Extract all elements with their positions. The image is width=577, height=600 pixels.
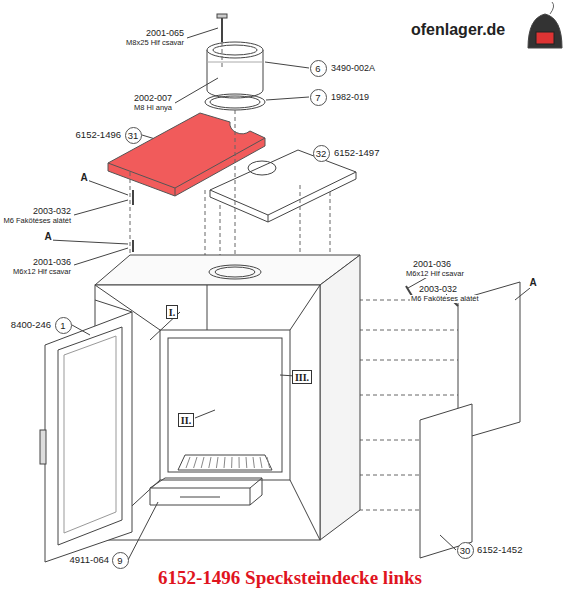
callout-text: 1 [60, 320, 65, 331]
part-label: 2003-032 [418, 285, 458, 294]
part-label: M6x12 Hlf csavar [12, 268, 72, 276]
part-label: M8 Hl anya [133, 104, 173, 112]
callout-text: 9 [117, 555, 122, 566]
logo-figure [528, 2, 562, 48]
callout-number: 1 [55, 317, 72, 334]
part-label: 2001-036 [412, 260, 452, 269]
callout-number: 32 [313, 145, 330, 162]
part-label: 6152-1496 [75, 130, 122, 140]
part-label: A [79, 173, 88, 183]
part-label: M6 Fakötéses alátét [2, 217, 72, 225]
part-label: 2001-036 [32, 258, 72, 267]
part-label: M6x12 Hlf csavar [405, 270, 465, 278]
detail-marker: III. [292, 370, 312, 384]
part-label: 2001-065 [145, 29, 185, 38]
part-label: 1982-019 [330, 93, 370, 102]
callout-number: 6 [310, 60, 327, 77]
part-label: 6152-1452 [476, 545, 523, 555]
callout-number: 7 [310, 89, 327, 106]
callout-text: I. [169, 307, 175, 318]
part-label: 2003-032 [32, 207, 72, 216]
part-label: 6152-1497 [333, 148, 380, 158]
callout-text: 31 [128, 130, 139, 141]
part-label: M8x25 Hlf csavar [125, 39, 185, 47]
callout-number: 31 [125, 127, 142, 144]
callout-number: 9 [112, 552, 129, 569]
part-label: 8400-246 [10, 320, 52, 330]
logo-text: ofenlager.de [410, 22, 506, 38]
callout-text: II. [181, 415, 191, 426]
caption: 6152-1496 Specksteindecke links [158, 567, 422, 589]
part-label: 3490-002A [330, 64, 376, 73]
detail-marker: I. [166, 305, 178, 319]
part-label: M6 Fakötéses alátét [410, 295, 480, 303]
callout-text: 30 [460, 545, 471, 556]
part-label: A [528, 278, 537, 288]
callout-text: 32 [316, 148, 327, 159]
detail-marker: II. [178, 413, 194, 427]
callout-text: 7 [315, 92, 320, 103]
callout-text: III. [295, 372, 309, 383]
part-label: 2002-007 [133, 94, 173, 103]
part-label: 4911-064 [69, 555, 110, 565]
part-label: A [43, 232, 52, 242]
callout-number: 30 [457, 542, 474, 559]
callout-text: 6 [315, 63, 320, 74]
